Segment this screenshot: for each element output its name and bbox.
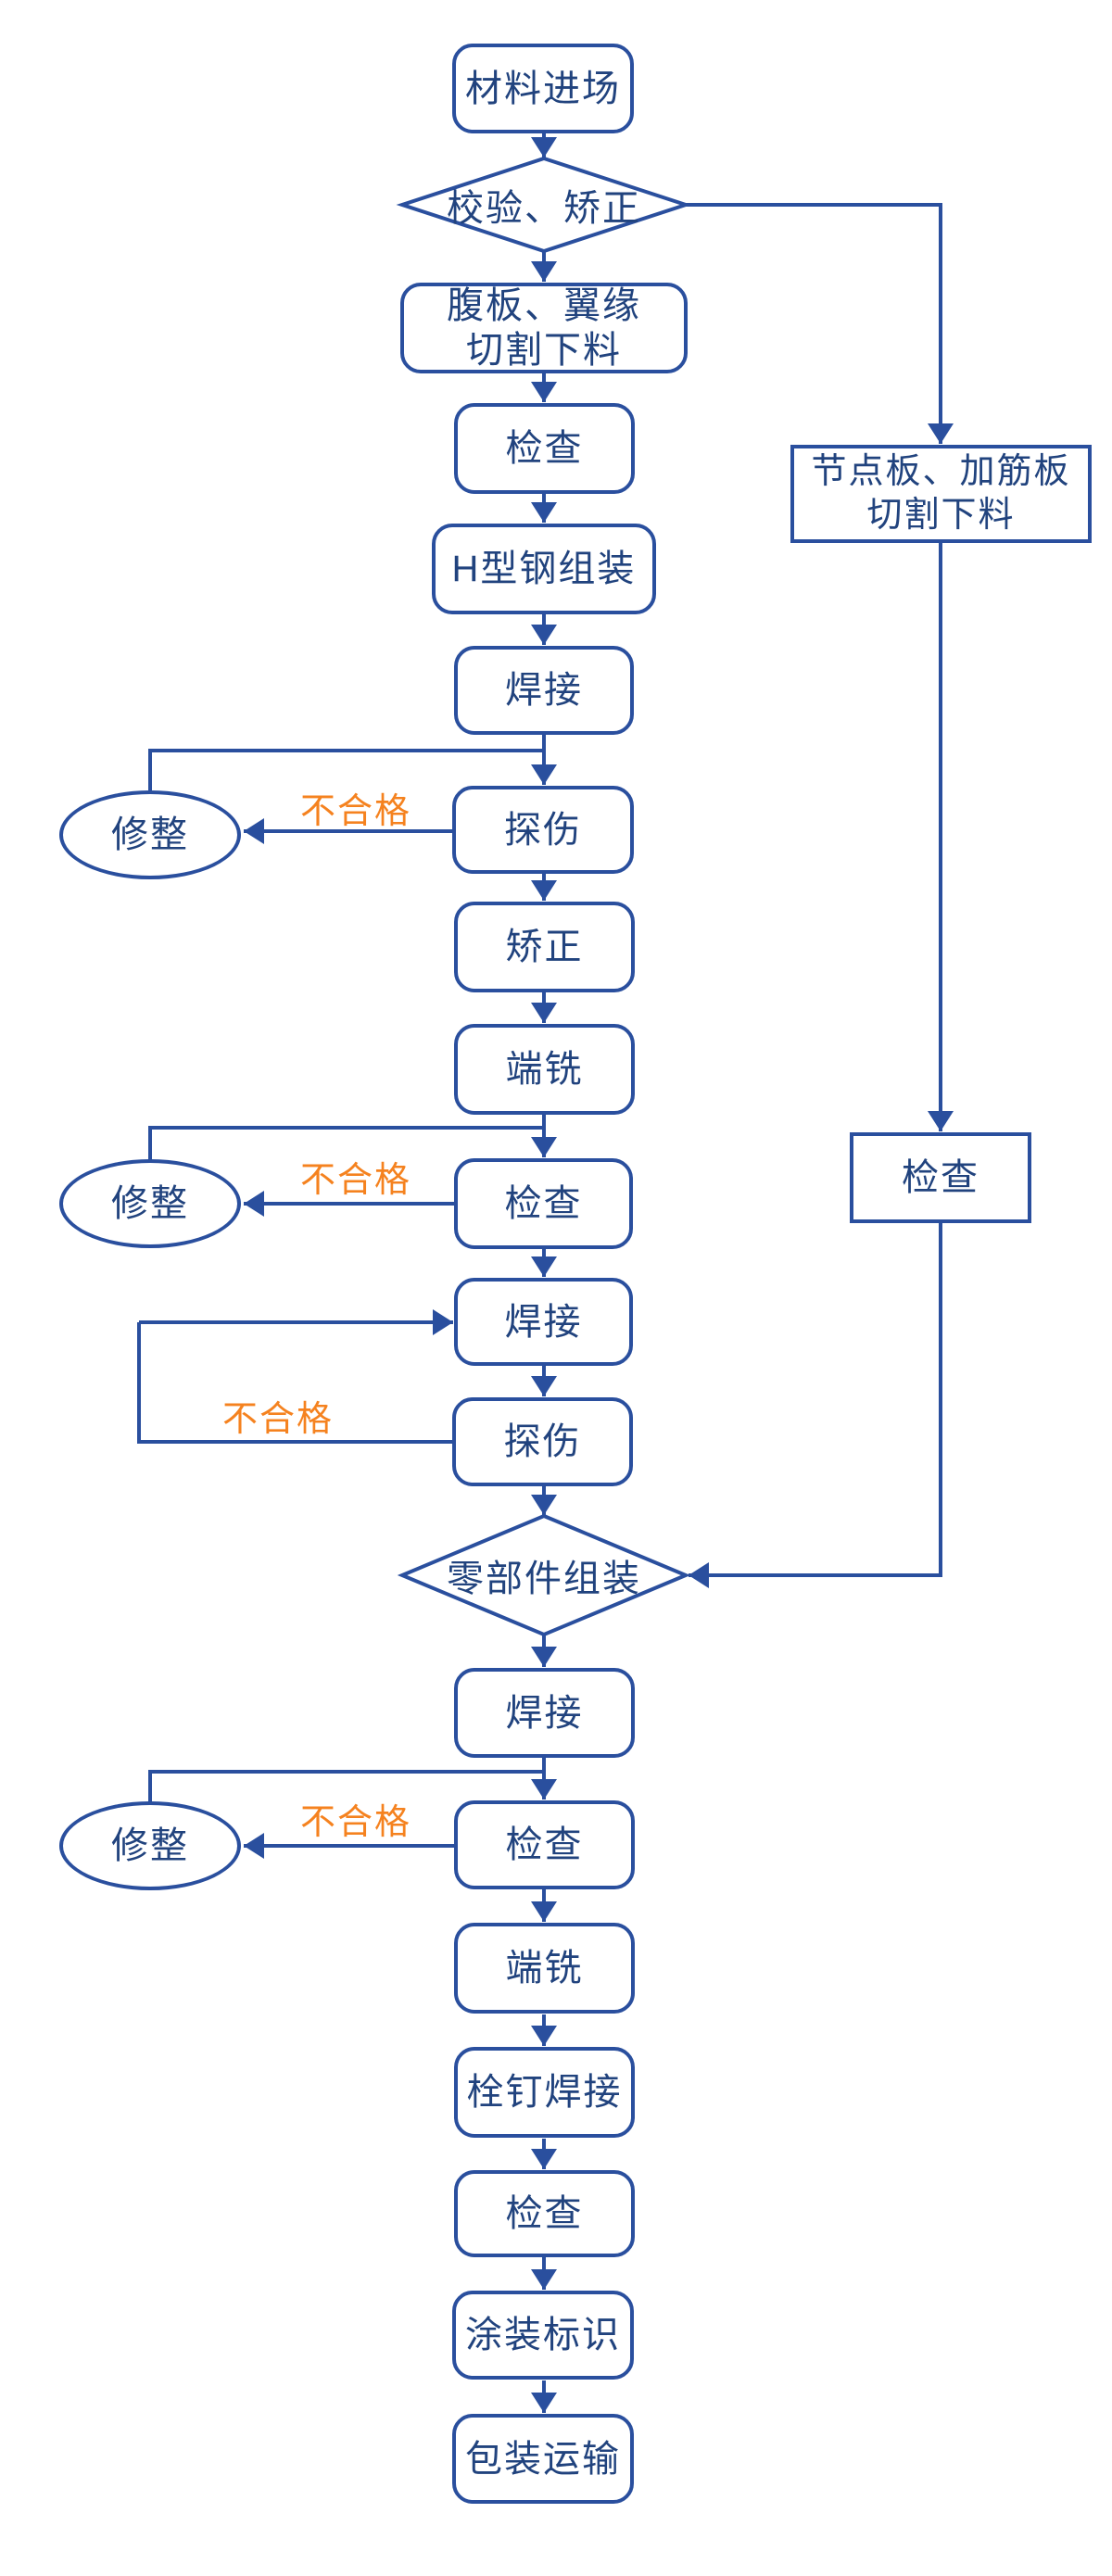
node-inspection-1: 检查 [454, 403, 635, 494]
label-unqualified-4: 不合格 [299, 1802, 411, 1842]
node-welding-1: 焊接 [454, 646, 634, 735]
decision-diamond-verify-correct [396, 156, 692, 254]
decision-label-parts-assembly: 零部件组装 [447, 1559, 641, 1599]
label-unqualified-2: 不合格 [299, 1160, 411, 1200]
node-gusset-stiffener-cutting: 节点板、加筋板 切割下料 [790, 445, 1092, 543]
node-material-entry: 材料进场 [452, 44, 634, 133]
ellipse-repair-1: 修整 [59, 790, 241, 879]
node-painting-marking: 涂装标识 [452, 2291, 634, 2380]
node-welding-2: 焊接 [454, 1278, 633, 1366]
edge-repair3-return [148, 1770, 546, 1802]
decision-diamond-parts-assembly [397, 1513, 691, 1637]
label-unqualified-3: 不合格 [221, 1399, 334, 1439]
edge-flaw2-unqualified-out [137, 1322, 452, 1444]
node-inspection-2: 检查 [454, 1158, 633, 1249]
edge-verify-to-gussetcutting [686, 203, 954, 444]
node-flaw-detection-2: 探伤 [452, 1397, 633, 1486]
edge-repair2-return [148, 1126, 546, 1160]
ellipse-repair-2: 修整 [59, 1159, 241, 1248]
decision-label-verify-correct: 校验、矫正 [447, 188, 641, 229]
node-h-beam-assembly: H型钢组装 [432, 524, 656, 614]
node-inspection-4: 检查 [454, 2170, 635, 2257]
node-end-milling-1: 端铣 [454, 1024, 635, 1115]
label-unqualified-1: 不合格 [299, 791, 411, 831]
node-flaw-detection-1: 探伤 [452, 786, 634, 874]
node-stud-welding: 栓钉焊接 [454, 2047, 635, 2138]
node-end-milling-2: 端铣 [454, 1923, 635, 2014]
node-welding-3: 焊接 [454, 1668, 635, 1758]
node-inspection-right-branch: 检查 [850, 1132, 1031, 1223]
edge-repair1-return [148, 749, 546, 790]
node-inspection-3: 检查 [454, 1800, 635, 1889]
node-packing-transport: 包装运输 [452, 2414, 634, 2504]
edge-inspectionright-to-partsassembly [689, 1223, 942, 1588]
node-correction: 矫正 [454, 902, 635, 992]
node-web-flange-cutting: 腹板、翼缘 切割下料 [400, 283, 688, 373]
ellipse-repair-3: 修整 [59, 1801, 241, 1890]
